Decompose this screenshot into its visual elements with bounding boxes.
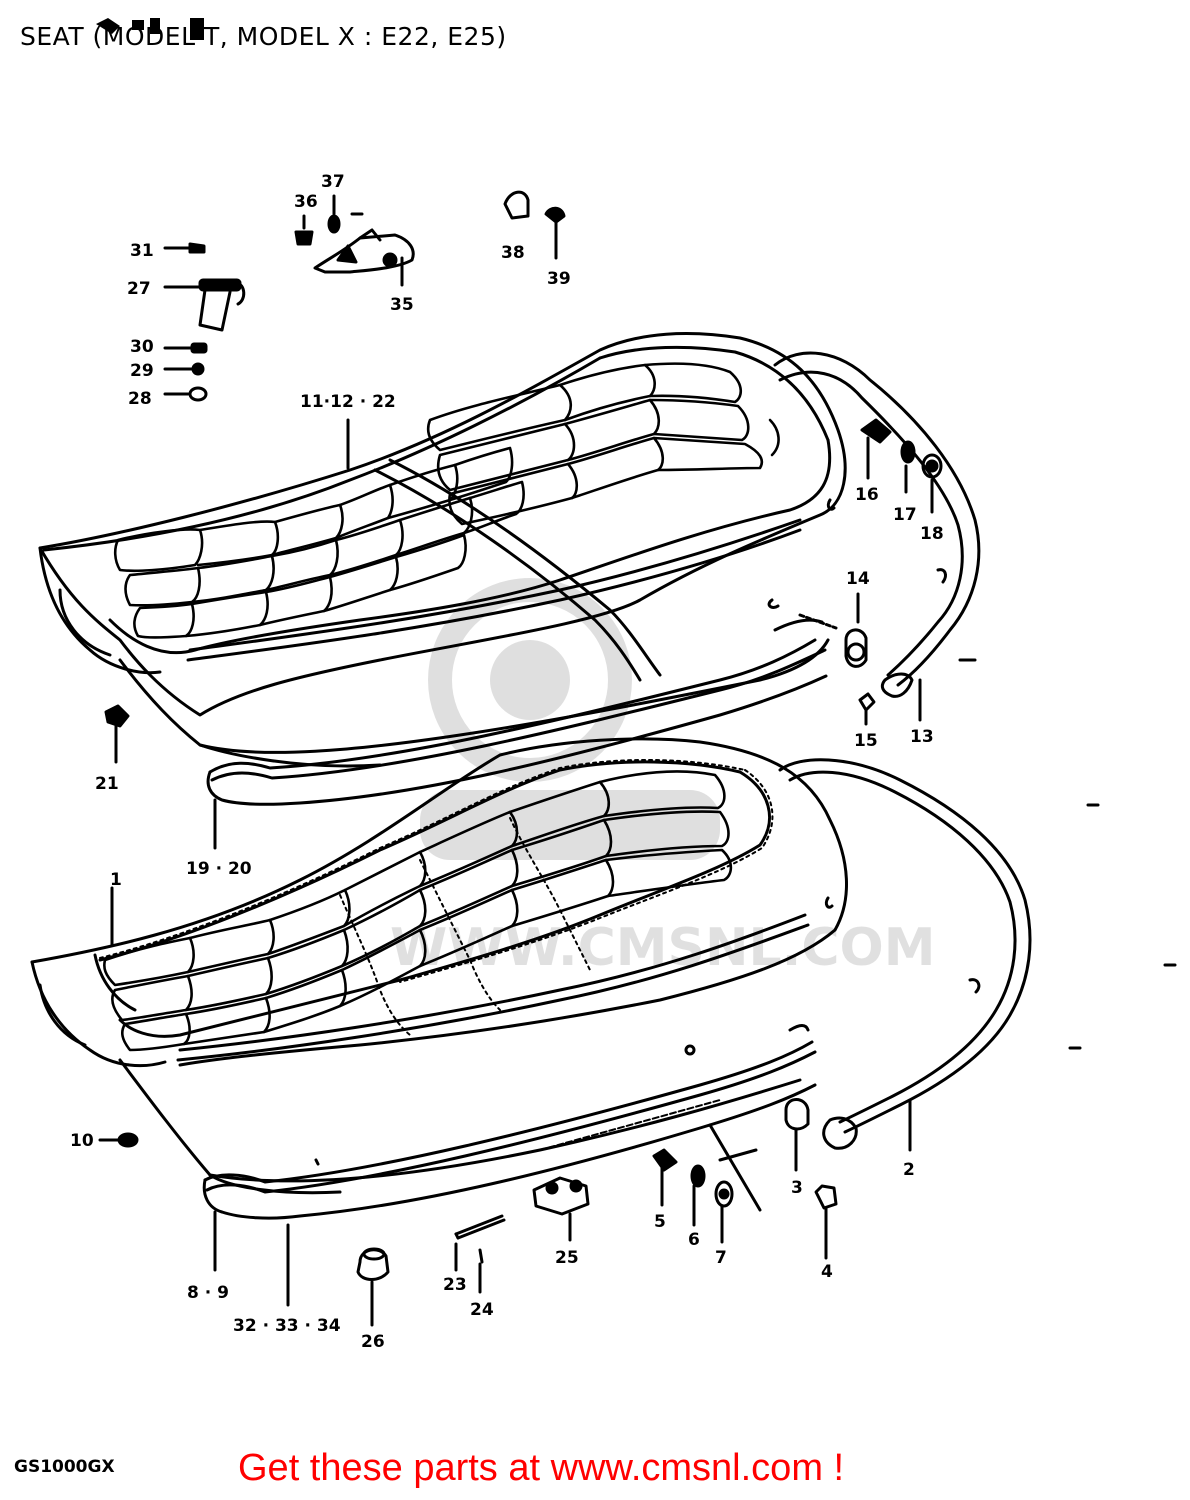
label-6: 6 [688,1230,700,1250]
label-1: 1 [110,870,122,890]
label-32-33-34: 32 · 33 · 34 [233,1316,341,1336]
footer-order-link[interactable]: Get these parts at www.cmsnl.com ! [238,1447,845,1489]
label-16: 16 [855,485,879,505]
label-19-20: 19 · 20 [186,859,252,879]
label-4: 4 [821,1262,833,1282]
small-hardware [98,190,1177,1327]
watermark-logo [420,578,720,860]
label-15: 15 [854,731,878,751]
upper-seat-assembly [38,332,847,768]
label-39: 39 [547,269,571,289]
label-7: 7 [715,1248,727,1268]
label-17: 17 [893,505,917,525]
watermark-text: WWW.CMSNL.COM [390,918,936,978]
label-26: 26 [361,1332,385,1352]
label-5: 5 [654,1212,666,1232]
label-11-12-22: 11·12 · 22 [300,392,396,412]
upper-grab-rail [773,351,981,698]
label-27: 27 [127,279,151,299]
label-3: 3 [791,1178,803,1198]
model-code: GS1000GX [14,1457,115,1477]
label-28: 28 [128,389,152,409]
label-14: 14 [846,569,870,589]
label-18: 18 [920,524,944,544]
upper-trim-strip [206,618,828,806]
label-23: 23 [443,1275,467,1295]
title-ink-blot [96,18,204,40]
diagram-title: SEAT (MODEL T, MODEL X : E22, E25) [20,22,507,51]
label-21: 21 [95,774,119,794]
label-2: 2 [903,1160,915,1180]
label-31: 31 [130,241,154,261]
label-38: 38 [501,243,525,263]
lower-grab-rail [778,758,1032,1150]
label-10: 10 [70,1131,94,1151]
lower-seat-assembly [30,737,848,1195]
lower-trim-strip [202,1024,817,1220]
label-37: 37 [321,172,345,192]
label-25: 25 [555,1248,579,1268]
label-36: 36 [294,192,318,212]
label-13: 13 [910,727,934,747]
label-24: 24 [470,1300,494,1320]
label-8-9: 8 · 9 [187,1283,229,1303]
label-35: 35 [390,295,414,315]
part-number-labels: 1 2 3 4 5 6 7 8 · 9 10 11·12 · 22 13 14 … [70,172,944,1352]
label-29: 29 [130,361,154,381]
label-30: 30 [130,337,154,357]
